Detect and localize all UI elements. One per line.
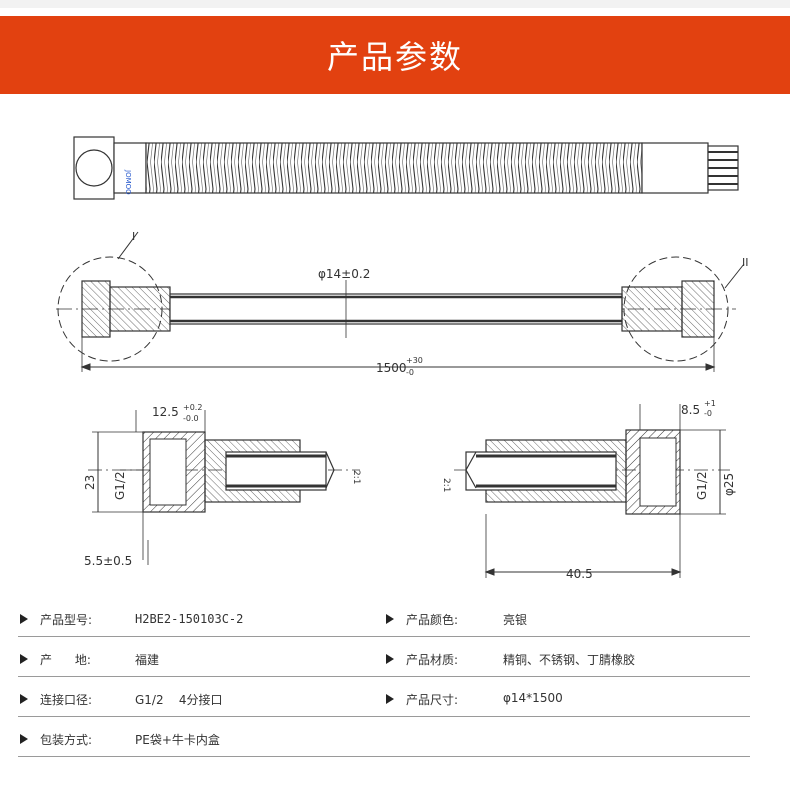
spec-label: 产 地: [40, 653, 91, 667]
spec-label: 连接口径: [40, 693, 93, 707]
d12-5-label: 12.5 [152, 405, 179, 419]
scale-left: 2:1 [351, 470, 361, 484]
length-label: 1500 [376, 361, 407, 375]
bullet-icon [20, 614, 28, 624]
bullet-icon [386, 654, 394, 664]
spec-label: 包装方式: [40, 733, 93, 747]
g12-right: G1/2 [695, 471, 709, 500]
spec-value: 精铜、不锈钢、丁腈橡胶 [503, 653, 636, 667]
spec-value: G1/2 4分接口 [135, 693, 223, 707]
top-strip [0, 0, 790, 8]
spec-label: 产品材质: [406, 653, 459, 667]
detail-ii [454, 404, 730, 578]
spec-value: 福建 [135, 653, 160, 667]
dim-phi-25: φ25 [722, 473, 736, 496]
title-banner: 产品参数 [0, 16, 790, 94]
spec-row: 产 地: 福建 产品材质: 精铜、不锈钢、丁腈橡胶 [0, 638, 790, 678]
label-i: I [132, 230, 135, 243]
bullet-icon [20, 694, 28, 704]
d12-5-tol-up: +0.2 [183, 403, 202, 412]
bullet-icon [386, 614, 394, 624]
spec-value: 亮银 [503, 613, 528, 627]
scale-right: 2:1 [441, 478, 451, 492]
length-tol-up: +30 [406, 356, 423, 365]
bullet-icon [386, 694, 394, 704]
g12-left: G1/2 [113, 471, 127, 500]
spec-label: 产品尺寸: [406, 693, 459, 707]
svg-text:JOMOO: JOMOO [124, 169, 132, 195]
spec-label: 产品型号: [40, 613, 93, 627]
diameter-label: φ14±0.2 [318, 267, 370, 281]
divider [18, 636, 750, 637]
dim-8-5-down: -0 [704, 409, 712, 418]
banner-title: 产品参数 [326, 38, 463, 76]
d12-5-tol-down: -0.0 [183, 414, 199, 423]
spec-row: 包装方式: PE袋+牛卡内盒 [0, 718, 790, 758]
dim-23: 23 [83, 475, 97, 490]
hose-illustration: JOMOO [73, 136, 739, 200]
dim-5-5: 5.5±0.5 [84, 554, 132, 568]
dim-8-5: 8.5 [681, 403, 700, 417]
spec-label: 产品颜色: [406, 613, 459, 627]
spec-value: φ14*1500 [503, 691, 563, 705]
spec-value: H2BE2-150103C-2 [135, 612, 244, 626]
label-ii: II [742, 256, 749, 269]
divider [18, 716, 750, 717]
bullet-icon [20, 654, 28, 664]
dim-40-5: 40.5 [566, 567, 593, 581]
dim-8-5-up: +1 [704, 399, 716, 408]
length-tol-down: -0 [406, 368, 414, 377]
divider [18, 756, 750, 757]
detail-i [88, 410, 360, 565]
section-drawing [56, 231, 745, 372]
bullet-icon [20, 734, 28, 744]
spec-row: 产品型号: H2BE2-150103C-2 产品颜色: 亮银 [0, 598, 790, 638]
spec-value: PE袋+牛卡内盒 [135, 733, 220, 747]
divider [18, 676, 750, 677]
technical-drawing: JOMOO I II φ14±0.2 1500 +30 -0 [56, 136, 749, 581]
spec-row: 连接口径: G1/2 4分接口 产品尺寸: φ14*1500 [0, 678, 790, 718]
